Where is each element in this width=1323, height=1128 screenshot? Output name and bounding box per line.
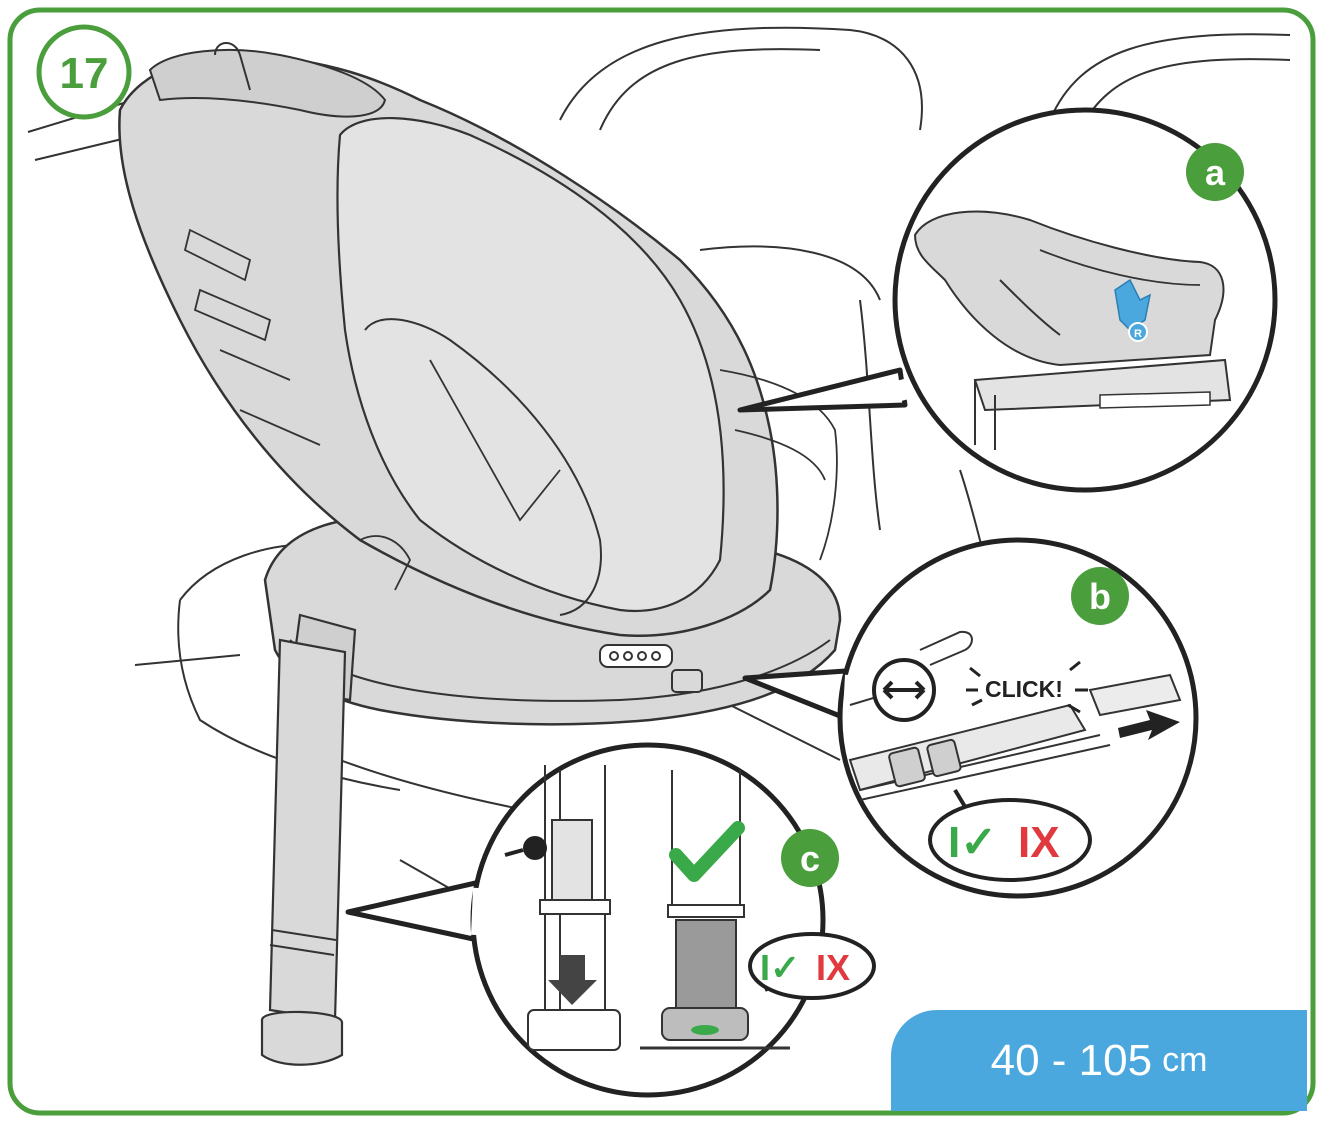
inset-b-letter: b [1089,576,1111,617]
size-range-label: 40 - 105 cm [891,1010,1307,1111]
size-range-unit: cm [1162,1041,1207,1080]
inset-a-letter: a [1205,152,1226,193]
svg-text:R: R [1134,328,1142,340]
isofix-connector [672,670,702,692]
ok-indicator-b: I✓ [948,818,997,867]
fail-indicator-c: IX [816,947,850,988]
step-number: 17 [60,49,109,98]
rotate-arrows-icon [874,660,934,720]
size-range-value: 40 - 105 [991,1036,1152,1086]
click-label: CLICK! [985,676,1063,702]
leg-foot [262,1012,342,1065]
fail-indicator-b: IX [1018,818,1060,867]
ok-indicator-c: I✓ [760,947,800,988]
inset-c-letter: c [800,838,820,879]
base-indicator-dots [600,645,672,667]
